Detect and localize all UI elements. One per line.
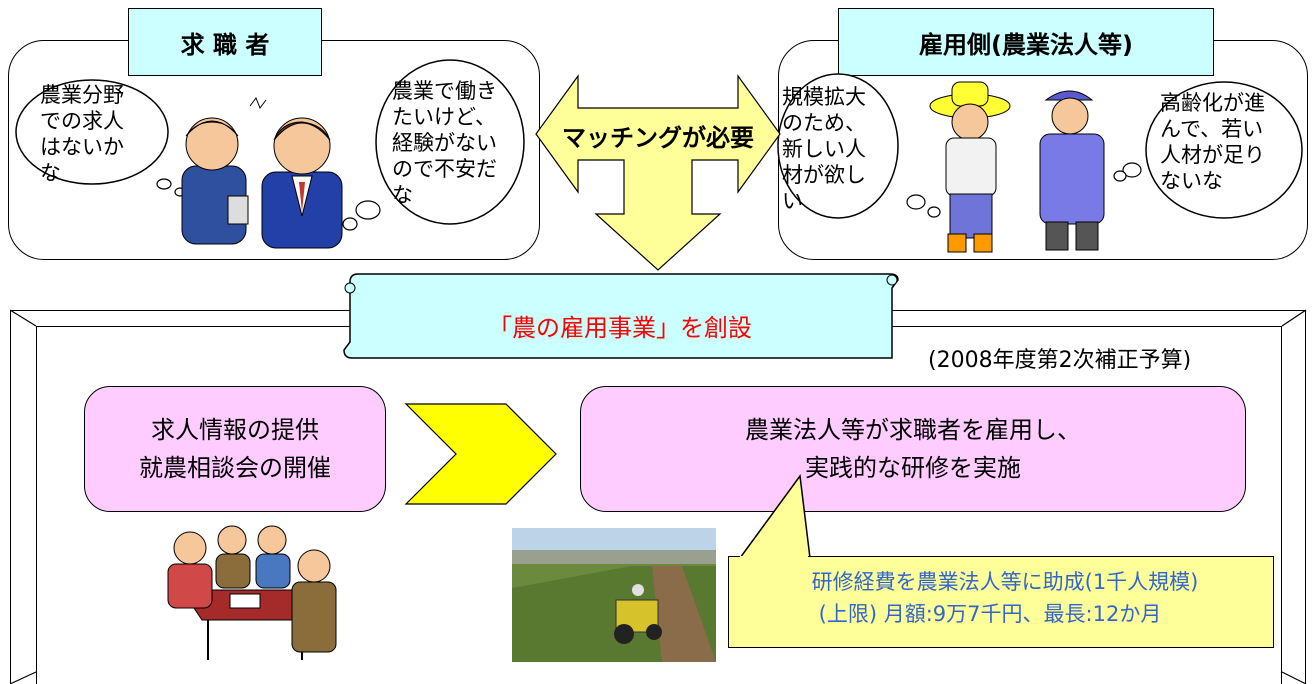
seekers-thought-right-cloud xyxy=(342,59,525,231)
matching-label: マッチングが必要 xyxy=(562,124,754,152)
subsidy-callout-pointer xyxy=(738,474,811,559)
seekers-title-box: 求 職 者 xyxy=(128,8,322,76)
employers-thought-right-text: 高齢化が進 んで、若い 人材が足り ないな xyxy=(1160,91,1265,193)
employers-thought-left-cloud xyxy=(777,73,941,219)
meeting-illustration xyxy=(167,525,337,660)
step1-line1: 求人情報の提供 xyxy=(151,416,319,444)
subsidy-box xyxy=(728,556,1274,648)
subsidy-box-top-border-left xyxy=(728,556,740,557)
farmers-illustration xyxy=(929,81,1105,253)
seekers-thought-right-text: 農業で働き たいけど、 経験がない ので不安だ な xyxy=(392,79,497,207)
subsidy-line1: 研修経費を農業法人等に助成(1千人規模) xyxy=(811,570,1199,594)
seekers-title: 求 職 者 xyxy=(180,30,270,59)
budget-note: (2008年度第2次補正予算) xyxy=(928,348,1192,373)
employers-title: 雇用側(農業法人等) xyxy=(919,30,1133,59)
employers-title-box: 雇用側(農業法人等) xyxy=(838,8,1214,76)
step2-box: 農業法人等が求職者を雇用し、 実践的な研修を実施 xyxy=(580,386,1246,512)
subsidy-line2: (上限) 月額:9万7千円、最長:12か月 xyxy=(818,602,1162,626)
program-frame-corners xyxy=(9,309,1307,684)
chevron-arrow xyxy=(404,403,557,505)
worried-men-illustration xyxy=(181,96,343,249)
matching-arrow xyxy=(535,74,781,271)
step2-line1: 農業法人等が求職者を雇用し、 xyxy=(745,416,1081,444)
step2-line2: 実践的な研修を実施 xyxy=(805,454,1021,482)
step1-line2: 就農相談会の開催 xyxy=(139,454,331,482)
step1-box: 求人情報の提供 就農相談会の開催 xyxy=(84,386,386,512)
employers-thought-right-cloud xyxy=(1113,81,1303,219)
scroll-banner xyxy=(343,273,899,359)
seekers-thought-left-text: 農業分野 での求人 はないか な xyxy=(40,83,124,185)
scroll-label: 「農の雇用事業」を創設 xyxy=(488,314,752,342)
subsidy-box-top-border-right xyxy=(808,556,1274,557)
tractor-field-photo xyxy=(512,528,716,662)
employers-thought-left-text: 規模拡大 のため、 新しい人 材が欲し い xyxy=(782,85,866,213)
